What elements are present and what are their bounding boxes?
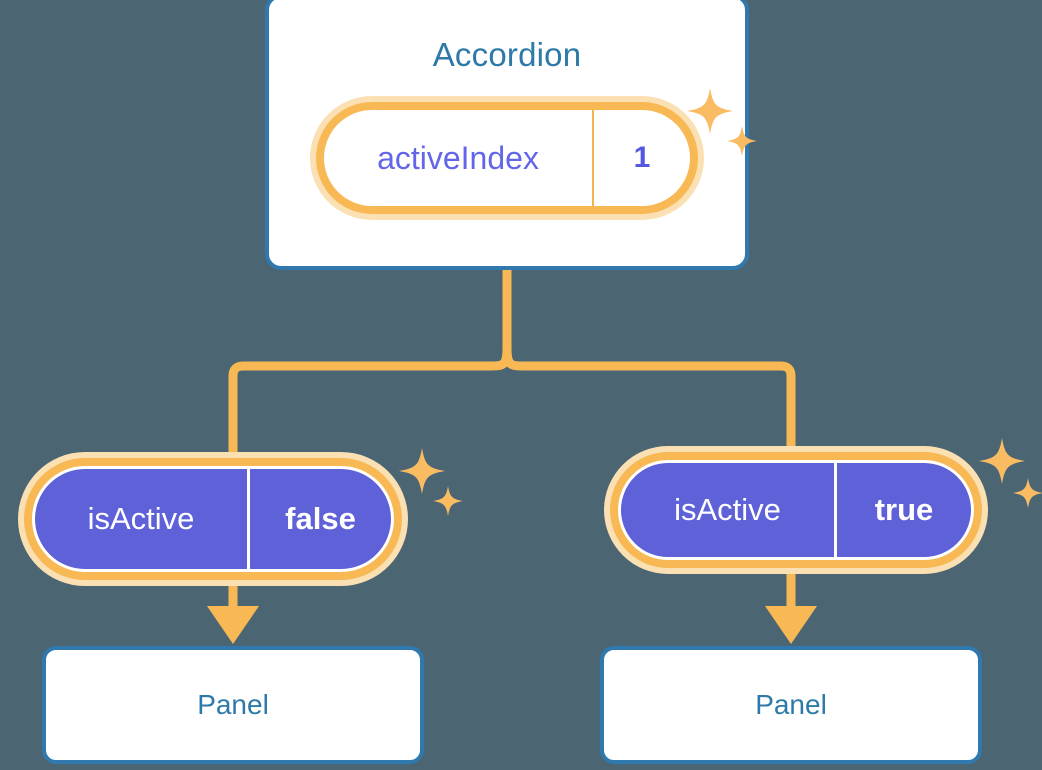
state-key-label: isActive (674, 492, 781, 527)
pill-body: isActive true (618, 460, 974, 560)
state-value-label: 1 (592, 110, 690, 206)
state-pill-is-active-false[interactable]: isActive false (18, 452, 408, 586)
page-title: Accordion (432, 36, 582, 73)
panel-card-right[interactable]: Panel (600, 646, 982, 764)
pill-ring: activeIndex 1 (316, 102, 698, 214)
state-value-label: false (247, 469, 391, 569)
pill-ring: isActive true (610, 452, 982, 568)
pill-ring: isActive false (24, 458, 402, 580)
panel-label: Panel (197, 689, 269, 720)
state-key-label: isActive (87, 501, 195, 536)
state-pill-active-index[interactable]: activeIndex 1 (310, 96, 704, 220)
panel-card-left[interactable]: Panel (42, 646, 424, 764)
panel-label: Panel (755, 689, 827, 720)
state-pill-is-active-true[interactable]: isActive true (604, 446, 988, 574)
state-value-label: true (834, 463, 971, 557)
pill-body: activeIndex 1 (324, 110, 690, 206)
pill-body: isActive false (32, 466, 394, 572)
state-key-label: activeIndex (377, 139, 539, 176)
